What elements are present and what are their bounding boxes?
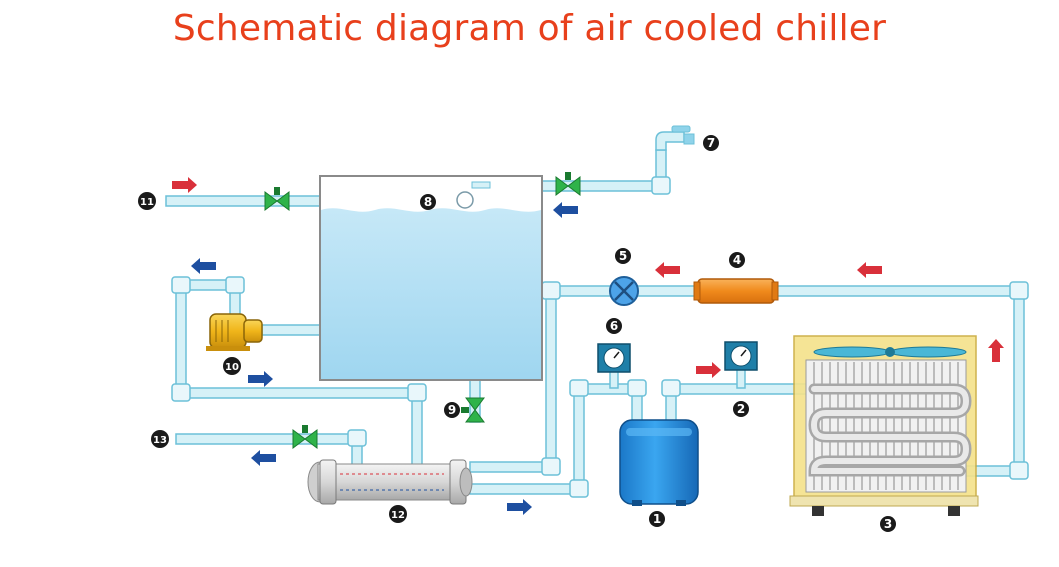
filter-drier (693, 278, 779, 304)
arrow-red-up-icon (988, 339, 1004, 362)
tap-spout (683, 133, 695, 145)
elbow (1009, 461, 1029, 480)
arrow-red-left-icon (655, 262, 680, 278)
tank-water (321, 208, 541, 379)
valve-tap-line[interactable] (555, 172, 581, 196)
svg-text:9: 9 (448, 403, 456, 417)
pipe-elbows (171, 176, 1029, 498)
water-pump (206, 313, 263, 351)
svg-text:3: 3 (884, 517, 892, 531)
arrow-red-left-icon (857, 262, 882, 278)
label-float-valve: 8 (420, 194, 436, 210)
label-water-tap: 7 (703, 135, 719, 151)
expansion-valve (609, 276, 639, 306)
arrow-blue-left-icon (191, 258, 216, 274)
label-compressor: 1 (649, 511, 665, 527)
pipe-water-inlet (165, 195, 321, 207)
valve-drain[interactable] (461, 397, 485, 423)
label-pressure-gauge-left: 6 (606, 318, 622, 334)
pipe-pump-discharge (175, 387, 423, 399)
label-evaporator: 12 (389, 505, 407, 523)
condenser-fan (813, 346, 967, 358)
elbow (407, 383, 427, 402)
svg-text:4: 4 (733, 253, 741, 267)
evaporator (307, 459, 473, 505)
svg-text:6: 6 (610, 319, 618, 333)
flow-arrows (172, 177, 1004, 515)
float-arm (471, 181, 491, 189)
pipe-condenser-riser (1013, 285, 1025, 477)
elbow (627, 379, 647, 397)
elbow (541, 281, 561, 300)
svg-text:11: 11 (140, 197, 154, 208)
elbow (225, 276, 245, 294)
label-pressure-gauge-right: 2 (733, 401, 749, 417)
svg-text:12: 12 (391, 510, 405, 521)
number-labels: 1 2 3 4 5 6 7 8 (138, 135, 896, 532)
label-water-outlet: 13 (151, 430, 169, 448)
arrow-blue-left-icon (553, 202, 578, 218)
arrow-blue-right-icon (507, 499, 532, 515)
pipe-pump-suction (261, 324, 321, 336)
elbow (1009, 281, 1029, 300)
pipe-pump-loop-left (175, 279, 187, 397)
valve-outlet[interactable] (292, 425, 318, 449)
arrow-red-right-icon (696, 362, 721, 378)
elbow (541, 457, 561, 476)
compressor (619, 419, 699, 506)
arrow-blue-right-icon (248, 371, 273, 387)
valves (264, 172, 581, 449)
pressure-gauge-left (597, 343, 631, 373)
label-drain-valve: 9 (444, 402, 460, 418)
tap-handle (671, 125, 691, 133)
svg-text:7: 7 (707, 136, 715, 150)
label-water-pump: 10 (223, 357, 241, 375)
float-ball (456, 191, 474, 209)
arrow-blue-left-icon (251, 450, 276, 466)
elbow (347, 429, 367, 447)
arrow-red-right-icon (172, 177, 197, 193)
label-condenser: 3 (880, 516, 896, 532)
tap-body (655, 131, 685, 151)
diagram-title: Schematic diagram of air cooled chiller (172, 8, 887, 49)
elbow (651, 176, 671, 195)
pipe-evap-return (469, 483, 583, 495)
svg-text:1: 1 (653, 512, 661, 526)
label-water-inlet: 11 (138, 192, 156, 210)
elbow (171, 276, 191, 294)
pipe-suction-riser (573, 383, 585, 495)
svg-text:13: 13 (153, 435, 167, 446)
label-expansion-valve: 5 (615, 248, 631, 264)
label-filter-drier: 4 (729, 252, 745, 268)
valve-inlet[interactable] (264, 187, 290, 211)
elbow (569, 479, 589, 498)
svg-text:5: 5 (619, 249, 627, 263)
water-tap (655, 125, 695, 151)
elbow (569, 379, 589, 397)
elbow (171, 383, 191, 402)
pipe-expansion-drop (545, 285, 557, 471)
pressure-gauge-right (724, 341, 758, 371)
svg-text:8: 8 (424, 195, 432, 209)
pipe-water-outlet (175, 433, 363, 445)
elbow (661, 379, 681, 397)
water-tank (319, 175, 543, 381)
svg-text:10: 10 (225, 362, 239, 373)
condenser (789, 335, 979, 516)
svg-text:2: 2 (737, 402, 745, 416)
gauge-stem-right (736, 367, 746, 389)
